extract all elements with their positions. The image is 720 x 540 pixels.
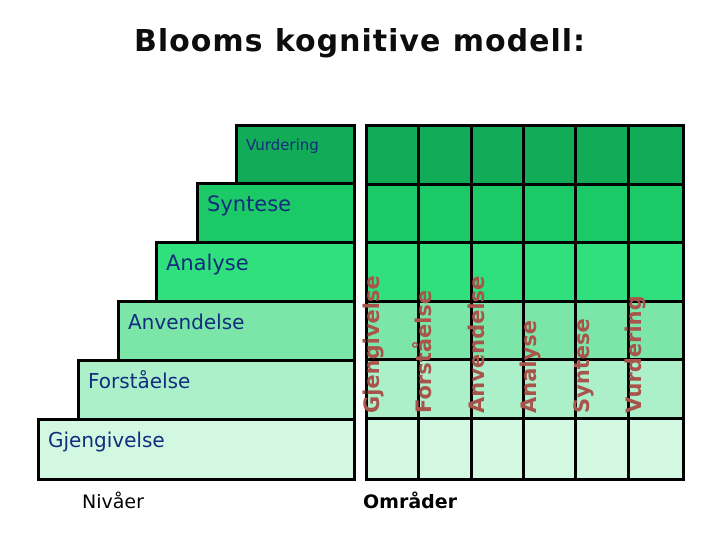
step-label-forstaelse: Forståelse <box>88 369 191 393</box>
grid-cell <box>472 244 525 303</box>
step-label-vurdering: Vurdering <box>246 136 319 154</box>
step-analyse: Analyse <box>155 241 356 303</box>
grid-cell <box>420 302 473 361</box>
grid-cell <box>577 361 630 420</box>
grid-cell <box>577 244 630 303</box>
grid-cell <box>472 302 525 361</box>
grid-cell <box>472 361 525 420</box>
grid-cell <box>420 361 473 420</box>
grid-column-label-analyse: Analyse <box>517 319 541 413</box>
grid-cell <box>577 419 630 478</box>
grid-cell <box>524 244 578 303</box>
grid-cell <box>524 302 578 361</box>
step-syntese: Syntese <box>196 182 356 244</box>
grid-column-label-vurdering: Vurdering <box>622 295 646 413</box>
grid-cell <box>420 419 473 478</box>
areas-grid <box>365 124 685 481</box>
grid-cell <box>524 419 578 478</box>
step-gjengivelse: Gjengivelse <box>37 418 356 481</box>
areas-axis-label: Områder <box>363 491 457 513</box>
step-forstaelse: Forståelse <box>77 359 356 421</box>
step-vurdering: Vurdering <box>235 124 356 185</box>
grid-cell <box>629 419 682 478</box>
grid-cell <box>420 127 473 186</box>
step-label-analyse: Analyse <box>166 251 249 275</box>
page-title: Blooms kognitive modell: <box>133 24 587 59</box>
grid-cell <box>368 361 421 420</box>
grid-cell <box>472 185 525 244</box>
grid-cell <box>524 361 578 420</box>
grid-cell <box>577 185 630 244</box>
step-label-anvendelse: Anvendelse <box>128 310 245 334</box>
grid-cell <box>420 244 473 303</box>
grid-cell <box>472 419 525 478</box>
grid-cell <box>368 419 421 478</box>
grid-column-label-gjengivelse: Gjengivelse <box>360 275 384 413</box>
grid-cell <box>629 361 682 420</box>
grid-column-label-syntese: Syntese <box>570 318 594 413</box>
levels-axis-label: Nivåer <box>82 491 144 513</box>
step-label-gjengivelse: Gjengivelse <box>48 428 165 452</box>
grid-cell <box>368 127 421 186</box>
grid-cell <box>420 185 473 244</box>
step-anvendelse: Anvendelse <box>117 300 356 362</box>
grid-cell <box>524 127 578 186</box>
grid-cell <box>629 244 682 303</box>
step-label-syntese: Syntese <box>207 192 292 216</box>
grid-cell <box>524 185 578 244</box>
grid-cell <box>368 185 421 244</box>
grid-cell <box>629 302 682 361</box>
grid-cell <box>577 127 630 186</box>
grid-column-label-forstaelse: Forståelse <box>412 289 436 413</box>
grid-cell <box>472 127 525 186</box>
grid-column-label-anvendelse: Anvendelse <box>465 275 489 413</box>
grid-cell <box>368 302 421 361</box>
grid-cell <box>368 244 421 303</box>
grid-cell <box>629 127 682 186</box>
grid-cell <box>629 185 682 244</box>
grid-cell <box>577 302 630 361</box>
